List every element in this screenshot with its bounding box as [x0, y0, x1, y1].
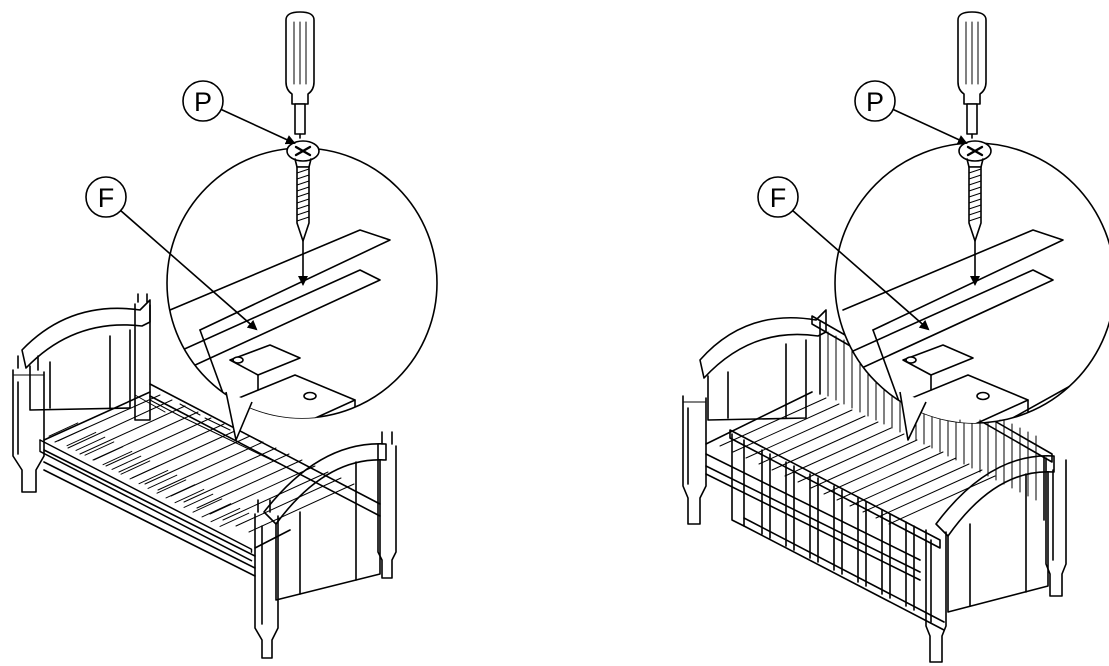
svg-text:P: P: [866, 87, 884, 117]
assembly-step-1: P F: [12, 11, 438, 659]
screwdriver-icon: [957, 11, 987, 139]
assembly-step-2: P F: [682, 11, 1109, 663]
svg-text:F: F: [98, 183, 115, 213]
svg-text:F: F: [770, 183, 787, 213]
bed-frame-with-guard-rail: [682, 309, 1067, 663]
svg-text:P: P: [194, 87, 212, 117]
part-label-slat: F: [85, 176, 258, 331]
screwdriver-icon: [285, 11, 315, 139]
detail-magnifier: [166, 147, 438, 441]
part-label-screw: P: [854, 80, 968, 145]
bed-frame: [12, 293, 397, 659]
part-label-slat: F: [757, 176, 930, 331]
part-label-screw: P: [182, 80, 296, 145]
